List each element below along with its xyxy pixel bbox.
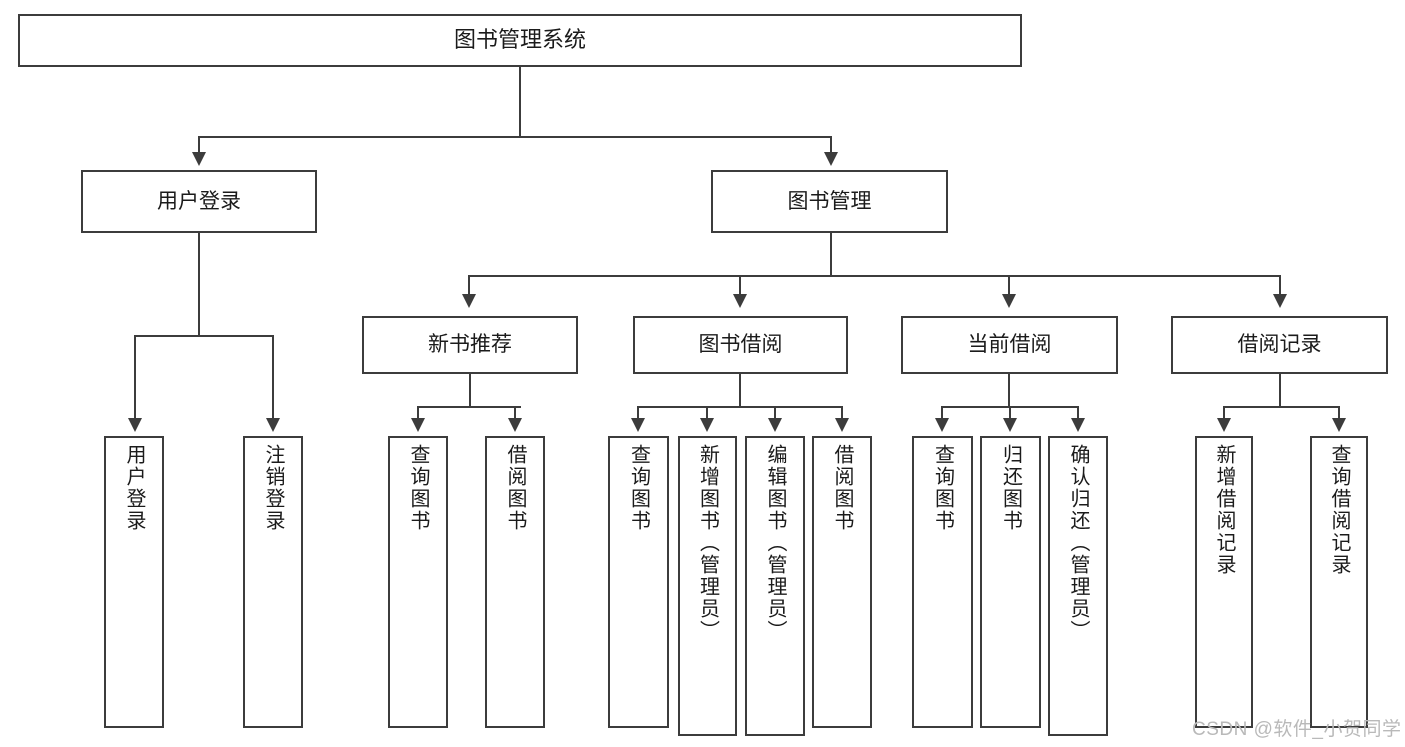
connector-br-to-leaf-1 bbox=[1223, 406, 1225, 420]
leaf-logout[interactable]: 注销登录 bbox=[243, 436, 303, 728]
leaf-label: 编辑图书（管理员） bbox=[764, 444, 786, 642]
node-label: 图书管理系统 bbox=[453, 27, 586, 53]
connector-user-login-to-leaf-1 bbox=[134, 335, 136, 420]
arrowhead-bb-to-leaf-4 bbox=[835, 418, 849, 432]
leaf-add-borrow-record[interactable]: 新增借阅记录 bbox=[1195, 436, 1253, 728]
connector-cb-to-leaf-3 bbox=[1077, 406, 1079, 420]
connector-root-bus bbox=[198, 136, 832, 138]
arrowhead-new-book-to-leaf-2 bbox=[508, 418, 522, 432]
leaf-edit-book-admin[interactable]: 编辑图书（管理员） bbox=[745, 436, 805, 736]
leaf-label: 借阅图书 bbox=[504, 444, 526, 532]
node-new-book-recommendation[interactable]: 新书推荐 bbox=[362, 316, 578, 374]
arrowhead-cb-to-leaf-2 bbox=[1003, 418, 1017, 432]
node-label: 借阅记录 bbox=[1237, 333, 1322, 357]
leaf-confirm-return-admin[interactable]: 确认归还（管理员） bbox=[1048, 436, 1108, 736]
node-label: 图书借阅 bbox=[698, 333, 783, 357]
leaf-query-book-newbook[interactable]: 查询图书 bbox=[388, 436, 448, 728]
arrowhead-bm-to-current-borrow bbox=[1002, 294, 1016, 308]
node-label: 新书推荐 bbox=[428, 333, 512, 357]
leaf-return-book[interactable]: 归还图书 bbox=[980, 436, 1041, 728]
leaf-label: 新增图书（管理员） bbox=[696, 444, 719, 642]
node-borrowing-record[interactable]: 借阅记录 bbox=[1171, 316, 1388, 374]
connector-root-to-book-management bbox=[830, 136, 832, 156]
arrowhead-bm-to-borrow-record bbox=[1273, 294, 1287, 308]
connector-bm-to-borrow-record bbox=[1279, 275, 1281, 297]
leaf-label: 归还图书 bbox=[999, 444, 1022, 532]
connector-book-management-bus bbox=[468, 275, 1280, 277]
leaf-label: 注销登录 bbox=[262, 444, 284, 532]
node-user-login[interactable]: 用户登录 bbox=[81, 170, 317, 233]
arrowhead-bb-to-leaf-2 bbox=[700, 418, 714, 432]
connector-borrow-record-bus bbox=[1223, 406, 1340, 408]
connector-book-management-stem bbox=[830, 233, 832, 277]
arrowhead-br-to-leaf-1 bbox=[1217, 418, 1231, 432]
connector-bb-to-leaf-3 bbox=[774, 406, 776, 420]
node-label: 当前借阅 bbox=[967, 333, 1052, 357]
leaf-label: 用户登录 bbox=[123, 444, 145, 532]
leaf-query-book-current[interactable]: 查询图书 bbox=[912, 436, 973, 728]
connector-cb-to-leaf-1 bbox=[941, 406, 943, 420]
leaf-label: 确认归还（管理员） bbox=[1067, 444, 1089, 642]
connector-borrow-record-stem bbox=[1279, 374, 1281, 408]
node-book-borrowing[interactable]: 图书借阅 bbox=[633, 316, 848, 374]
node-label: 图书管理 bbox=[787, 189, 872, 213]
arrowhead-br-to-leaf-2 bbox=[1332, 418, 1346, 432]
leaf-label: 查询图书 bbox=[627, 444, 650, 532]
leaf-add-book-admin[interactable]: 新增图书（管理员） bbox=[678, 436, 737, 736]
leaf-query-book-borrowing[interactable]: 查询图书 bbox=[608, 436, 669, 728]
connector-bm-to-book-borrow bbox=[739, 275, 741, 297]
node-label: 用户登录 bbox=[157, 189, 241, 213]
connector-bb-to-leaf-1 bbox=[637, 406, 639, 420]
arrowhead-root-to-user-login bbox=[192, 152, 206, 166]
connector-current-borrow-stem bbox=[1008, 374, 1010, 408]
connector-user-login-to-leaf-2 bbox=[272, 335, 274, 420]
connector-cb-to-leaf-2 bbox=[1009, 406, 1011, 420]
connector-new-book-bus bbox=[417, 406, 521, 408]
leaf-label: 新增借阅记录 bbox=[1213, 444, 1235, 576]
connector-new-book-to-leaf-2 bbox=[514, 406, 516, 420]
leaf-label: 借阅图书 bbox=[831, 444, 853, 532]
connector-bb-to-leaf-4 bbox=[841, 406, 843, 420]
connector-root-to-user-login bbox=[198, 136, 200, 156]
arrowhead-bm-to-new-book bbox=[462, 294, 476, 308]
node-book-management[interactable]: 图书管理 bbox=[711, 170, 948, 233]
connector-new-book-to-leaf-1 bbox=[417, 406, 419, 420]
connector-new-book-stem bbox=[469, 374, 471, 408]
arrowhead-cb-to-leaf-3 bbox=[1071, 418, 1085, 432]
node-root-book-management-system[interactable]: 图书管理系统 bbox=[18, 14, 1022, 67]
watermark-text: CSDN @软件_小贺同学 bbox=[1192, 719, 1402, 740]
leaf-borrow-book-borrowing[interactable]: 借阅图书 bbox=[812, 436, 872, 728]
leaf-label: 查询借阅记录 bbox=[1328, 444, 1350, 576]
arrowhead-root-to-book-management bbox=[824, 152, 838, 166]
leaf-label: 查询图书 bbox=[407, 444, 429, 532]
leaf-label: 查询图书 bbox=[931, 444, 954, 532]
connector-book-borrow-stem bbox=[739, 374, 741, 408]
connector-bb-to-leaf-2 bbox=[706, 406, 708, 420]
arrowhead-bb-to-leaf-3 bbox=[768, 418, 782, 432]
leaf-user-login[interactable]: 用户登录 bbox=[104, 436, 164, 728]
arrowhead-bm-to-book-borrow bbox=[733, 294, 747, 308]
connector-root-stem bbox=[519, 67, 521, 137]
connector-user-login-stem bbox=[198, 233, 200, 336]
connector-user-login-bus bbox=[134, 335, 274, 337]
node-current-borrowing[interactable]: 当前借阅 bbox=[901, 316, 1118, 374]
connector-bm-to-new-book bbox=[468, 275, 470, 297]
csdn-watermark: CSDN @软件_小贺同学 bbox=[1192, 714, 1401, 741]
arrowhead-cb-to-leaf-1 bbox=[935, 418, 949, 432]
connector-bm-to-current-borrow bbox=[1008, 275, 1010, 297]
leaf-query-borrow-record[interactable]: 查询借阅记录 bbox=[1310, 436, 1368, 728]
connector-br-to-leaf-2 bbox=[1338, 406, 1340, 420]
arrowhead-user-login-to-leaf-1 bbox=[128, 418, 142, 432]
connector-book-borrow-bus bbox=[637, 406, 842, 408]
arrowhead-bb-to-leaf-1 bbox=[631, 418, 645, 432]
leaf-borrow-book-newbook[interactable]: 借阅图书 bbox=[485, 436, 545, 728]
arrowhead-new-book-to-leaf-1 bbox=[411, 418, 425, 432]
arrowhead-user-login-to-leaf-2 bbox=[266, 418, 280, 432]
